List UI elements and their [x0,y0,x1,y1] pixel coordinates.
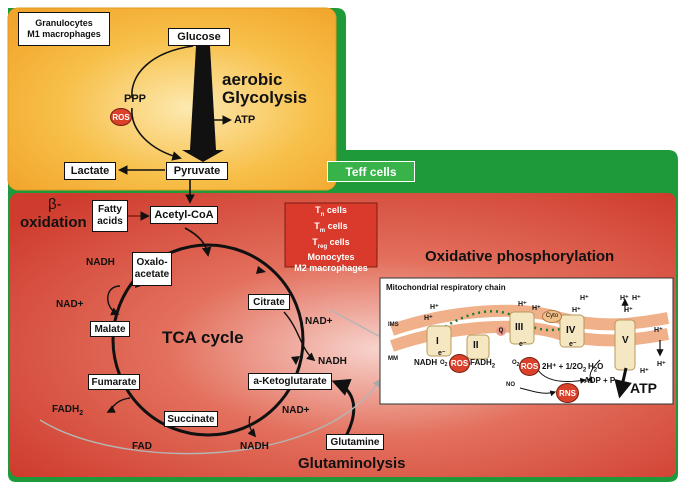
oxalo-line1: Oxalo- [136,257,168,268]
electron-3: e⁻ [569,341,577,348]
chain-title: Mitochondrial respiratory chain [386,283,506,292]
adp-label: ADP + P [584,376,616,385]
glycolysis-title-2: Glycolysis [222,88,308,107]
nadh-right: NADH [318,356,347,367]
complex-i-label: I [436,336,439,347]
glutamine-node: Glutamine [326,434,384,450]
aketoglutarate-node: a-Ketoglutarate [248,373,332,390]
ros-badge-complex-i: ROS [449,354,470,373]
complex-iv [559,314,585,348]
tn-cells: Tn cells [315,205,347,218]
hplus-10: H⁺ [654,327,663,334]
glycolysis-arrow [182,46,224,162]
glycolysis-panel [7,7,337,191]
complex-ii [466,334,490,360]
glucose-node: Glucose [168,28,230,46]
no-label: NO [506,382,515,388]
fatty-acids-line1: Fatty [98,204,122,215]
cell-box-granulocytes: Granulocytes M1 macrophages [18,12,110,46]
fadh2-label: FADH2 [52,404,84,417]
complex-v-label: V [622,335,629,346]
complex-i [426,325,452,357]
electron-1: e⁻ [438,350,446,357]
hplus-6: H⁺ [572,307,581,314]
acetyl-coa-node: Acetyl-CoA [150,206,218,224]
fad-label: FAD [132,441,152,452]
hplus-2: H⁺ [424,315,433,322]
mm-label: MM [388,356,398,362]
beta-symbol: β- [48,196,62,213]
water-equation: 2H⁺ + 1/2O2 [542,362,587,374]
monocytes: Monocytes [307,252,355,263]
nadh-top: NADH [86,257,115,268]
complex-ii-label: II [473,340,479,351]
nadplus-bottom: NAD+ [282,405,310,416]
fatty-acids-node: Fatty acids [92,200,128,232]
nadh-bottom: NADH [240,441,269,452]
nadplus-right: NAD+ [305,316,333,327]
hplus-3: H⁺ [518,301,527,308]
cyto-badge: Cyto [542,310,562,323]
q-badge: Q [496,326,506,336]
ims-label: IMS [388,322,399,328]
citrate-node: Citrate [248,294,290,310]
pyruvate-node: Pyruvate [166,162,228,180]
tm-cells: Tm cells [314,220,348,234]
hplus-7: H⁺ [620,295,629,302]
fumarate-node: Fumarate [88,374,140,390]
complex-iii-label: III [515,322,524,333]
ros-badge-complex-iii: ROS [519,357,540,376]
ppp-label: PPP [124,93,147,105]
glutaminolysis-label: Glutaminolysis [298,455,406,472]
rns-badge: RNS [556,383,579,403]
cell-box-line2: M1 macrophages [27,29,101,39]
hplus-5: H⁺ [580,295,589,302]
hplus-9: H⁺ [624,307,633,314]
cell-box-line1: Granulocytes [35,18,93,28]
treg-cells: Treg cells [312,236,350,250]
h2o-label: H2O [588,362,604,374]
hplus-11: H⁺ [640,368,649,375]
hplus-12: H⁺ [618,383,627,390]
tca-title: TCA cycle [162,328,244,347]
cell-types-box [284,202,378,268]
teff-label: Teff cells [327,161,415,182]
succinate-node: Succinate [164,411,218,427]
complex-iii [509,311,535,345]
o2-mito-2: O2 [512,360,519,368]
hplus-8: H⁺ [632,295,641,302]
malate-node: Malate [90,321,130,337]
o2-mito-1: O2 [440,360,448,369]
oxidation-label: oxidation [20,214,87,231]
cell-types-text: Tn cells Tm cells Treg cells Monocytes M… [285,205,377,274]
atp-label-glycolysis: ATP [234,114,256,126]
hplus-13: H⁺ [657,361,666,368]
complex-iv-label: IV [566,325,576,336]
nadh-mito: NADH [414,358,438,367]
lactate-node: Lactate [64,162,116,180]
oxalo-line2: acetate [134,269,170,280]
fadh2-mito: FADH2 [470,358,496,370]
electron-2: e⁻ [519,341,527,348]
hplus-4: H⁺ [532,305,541,312]
glycolysis-title-1: aerobic [222,70,283,89]
ros-badge-glycolysis: ROS [110,108,132,126]
hplus-1: H⁺ [430,304,439,311]
atp-mito: ATP [630,380,657,396]
m2-macrophages: M2 macrophages [294,263,368,274]
oxaloacetate-node: Oxalo- acetate [132,252,172,286]
teff-panel [10,193,676,477]
fatty-acids-line2: acids [97,216,123,227]
tca-cycle-ring [111,243,305,437]
nadplus-left: NAD+ [56,299,84,310]
oxphos-title: Oxidative phosphorylation [425,248,615,265]
